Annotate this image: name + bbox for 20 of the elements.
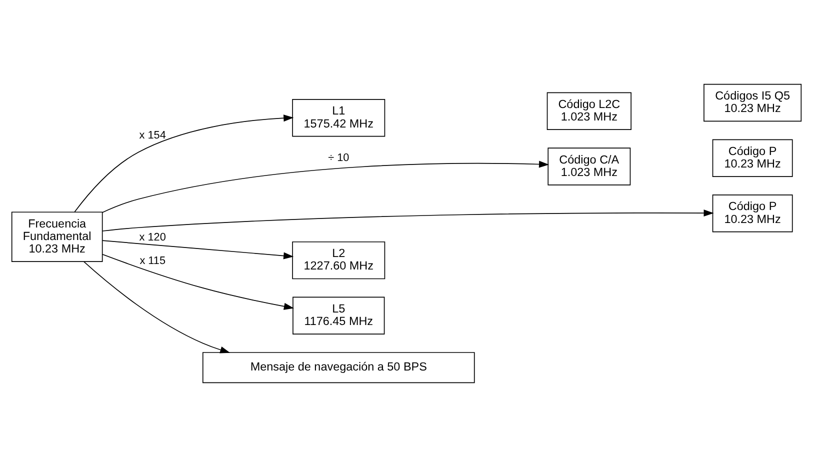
edge-label: x 154 xyxy=(139,128,166,141)
node-box: L1 1575.42 MHz xyxy=(292,98,386,136)
node-box: L5 1176.45 MHz xyxy=(292,296,385,334)
node-box: Código C/A 1.023 MHz xyxy=(548,147,631,185)
arrow xyxy=(74,114,294,212)
node-box: Código P 10.23 MHz xyxy=(712,194,793,232)
node-box: Mensaje de navegación a 50 BPS xyxy=(202,352,475,383)
node-box: Códigos I5 Q5 10.23 MHz xyxy=(704,83,802,122)
node-box: Código L2C 1.023 MHz xyxy=(546,92,632,130)
arrow xyxy=(102,209,714,231)
arrow xyxy=(102,240,294,259)
edge-label: x 120 xyxy=(139,231,166,244)
arrow xyxy=(102,253,294,310)
node-box: L2 1227.60 MHz xyxy=(292,240,386,279)
edge-label: x 115 xyxy=(140,254,166,266)
node-box: Frecuencia Fundamental 10.23 MHz xyxy=(11,211,103,262)
edge-label: ÷ 10 xyxy=(328,151,350,164)
node-box: Código P 10.23 MHz xyxy=(712,138,793,176)
arrow xyxy=(102,160,550,212)
arrow xyxy=(84,260,230,353)
